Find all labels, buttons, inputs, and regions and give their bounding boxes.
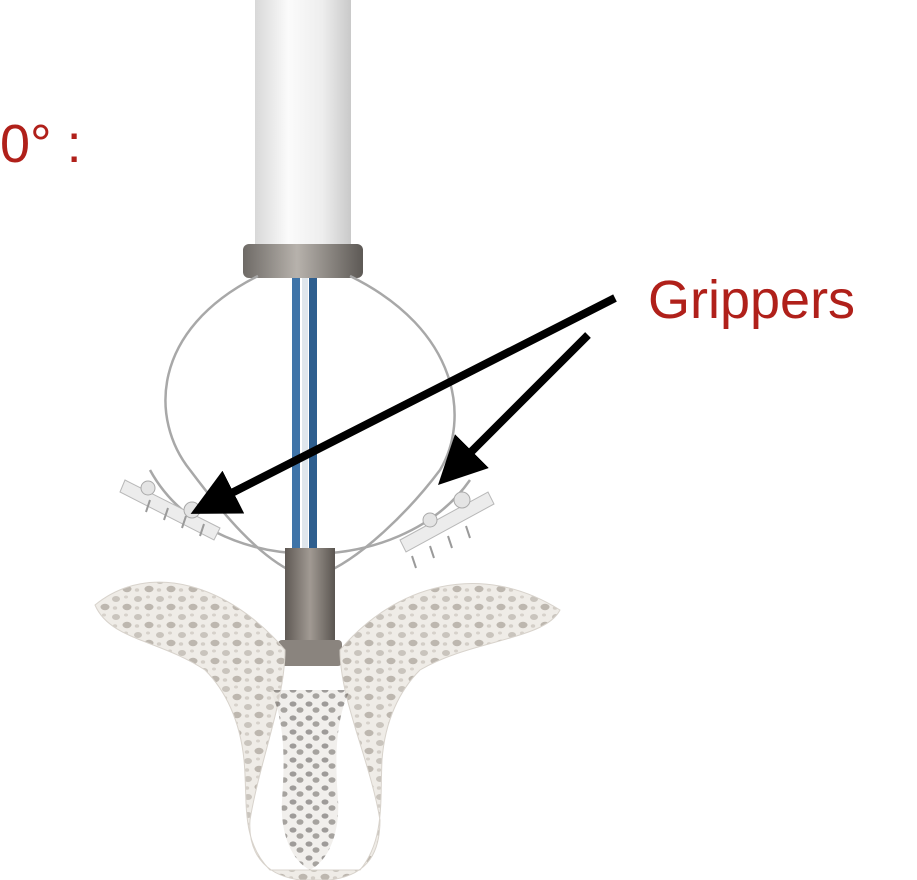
catheter-collar <box>243 244 363 278</box>
callout-arrows <box>212 298 615 503</box>
angle-label: 0° : <box>0 114 82 174</box>
control-wires <box>292 278 317 548</box>
clip-body <box>285 548 335 648</box>
catheter-shaft <box>255 0 351 250</box>
arrow-to-left-gripper <box>212 298 615 503</box>
grippers-label: Grippers <box>648 270 855 330</box>
clip-base <box>278 640 342 666</box>
arrow-to-right-gripper <box>455 335 588 468</box>
